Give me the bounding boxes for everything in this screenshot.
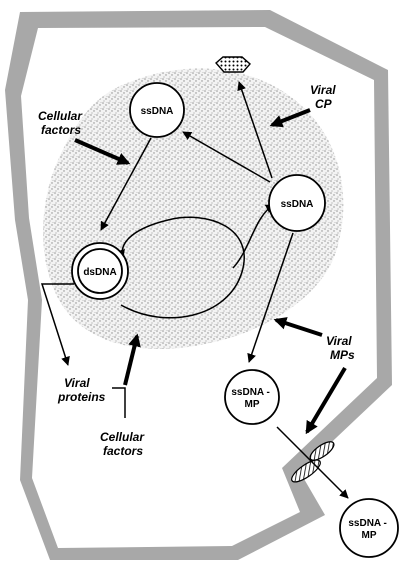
plasmodesma-lower <box>291 459 321 483</box>
plasmodesma-upper <box>309 441 335 461</box>
arrow-cellular-factors-bottom <box>123 333 141 386</box>
arrow-ssdna-right-to-virion <box>237 81 273 179</box>
node-dsdna-label: dsDNA <box>83 267 116 278</box>
svg-text:ssDNA - MP: ssDNA - MP <box>348 518 389 541</box>
label-viral-cp-line1: Viral <box>310 83 336 97</box>
svg-text:ssDNA - MP: ssDNA - MP <box>231 387 272 410</box>
arrow-dsdna-to-viral-proteins <box>40 283 74 366</box>
label-viral-proteins-line1: Viral <box>64 376 90 390</box>
node-ssdna-right-label: ssDNA <box>281 199 314 210</box>
arrow-cellular-factors-top <box>74 138 131 165</box>
label-cellular-factors-top-line1: Cellular <box>38 109 83 123</box>
node-ssdna-mp-outer: ssDNA - MP <box>339 498 399 558</box>
node-ssdna-mp-inner: ssDNA - MP <box>224 369 280 425</box>
label-viral-mps: Viral MPs <box>326 334 355 362</box>
label-viral-mps-line1: Viral <box>326 334 352 348</box>
label-viral-proteins-line2: proteins <box>57 390 106 404</box>
label-cellular-factors-top-line2: factors <box>41 123 81 137</box>
node-ssdna-mp-inner-line2: MP <box>245 399 260 410</box>
label-viral-proteins: Viral proteins <box>57 376 106 404</box>
node-ssdna-mp-outer-line1: ssDNA - <box>348 518 387 529</box>
factor-arrows <box>74 108 347 435</box>
virion-particle-icon <box>215 56 251 73</box>
arrow-ssdna-right-to-ssdna-top <box>182 131 271 183</box>
bracket-cellular-factors-bottom <box>112 387 126 418</box>
node-ssdna-right: ssDNA <box>268 174 326 232</box>
node-dsdna: dsDNA <box>71 242 129 300</box>
label-viral-cp: Viral CP <box>310 83 339 111</box>
node-ssdna-mp-inner-line1: ssDNA - <box>231 387 270 398</box>
label-cellular-factors-bottom-line1: Cellular <box>100 430 145 444</box>
label-viral-mps-line2: MPs <box>330 348 355 362</box>
arrow-ssdna-right-to-ssdna-mp <box>247 232 294 363</box>
arrow-viral-mps-to-ssdna-mp <box>305 366 347 435</box>
arrow-replication-cycle <box>116 216 245 319</box>
node-ssdna-top-label: ssDNA <box>141 106 174 117</box>
label-viral-cp-line2: CP <box>315 97 333 111</box>
label-cellular-factors-bottom-line2: factors <box>103 444 143 458</box>
plasmodesmata <box>291 441 335 483</box>
arrows <box>40 81 349 499</box>
arrow-viral-cp <box>269 108 311 128</box>
node-ssdna-top: ssDNA <box>129 82 185 138</box>
arrow-viral-mps-to-cycle <box>273 317 323 337</box>
arrow-ssdna-mp-through-wall <box>276 426 349 499</box>
node-ssdna-mp-outer-line2: MP <box>362 530 377 541</box>
label-cellular-factors-bottom: Cellular factors <box>100 430 147 458</box>
label-cellular-factors-top: Cellular factors <box>38 109 85 137</box>
arrow-ssdna-to-dsdna <box>100 137 152 231</box>
